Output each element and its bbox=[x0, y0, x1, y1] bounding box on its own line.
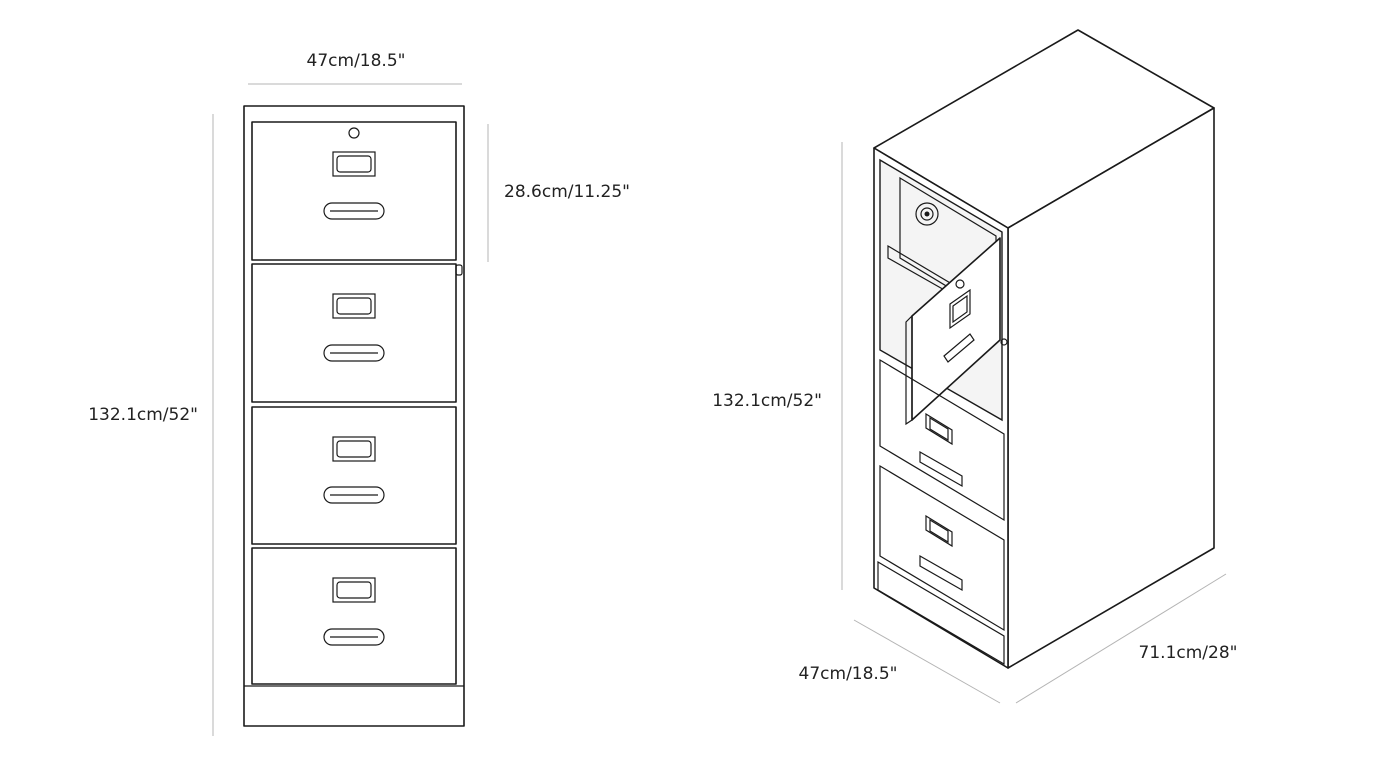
label-holder bbox=[332, 577, 376, 603]
iso-view: 132.1cm/52" 47cm/18.5" 71.1cm/28" bbox=[712, 29, 1238, 704]
lock-icon bbox=[348, 127, 360, 139]
front-drawer-3 bbox=[251, 406, 457, 545]
drawer-handle bbox=[919, 450, 963, 488]
drawer-handle bbox=[323, 344, 385, 362]
iso-width-dimension-line bbox=[853, 619, 1001, 704]
front-drawer-4 bbox=[251, 547, 457, 685]
hinge-icon bbox=[455, 264, 463, 276]
front-drawer-1 bbox=[251, 121, 457, 261]
iso-depth-label: 71.1cm/28" bbox=[1139, 643, 1238, 663]
front-width-label: 47cm/18.5" bbox=[307, 51, 406, 71]
label-holder bbox=[925, 412, 953, 446]
front-view: 47cm/18.5" 132.1cm/52" 28.6cm/11.25" bbox=[88, 51, 630, 736]
drawer-handle bbox=[323, 628, 385, 646]
iso-height-label: 132.1cm/52" bbox=[712, 391, 822, 411]
label-holder bbox=[332, 151, 376, 177]
label-holder bbox=[332, 293, 376, 319]
hinge-icon bbox=[1000, 338, 1008, 346]
drawer-handle bbox=[919, 554, 963, 592]
drawer-handle bbox=[323, 202, 385, 220]
label-holder bbox=[332, 436, 376, 462]
front-drawer-2 bbox=[251, 263, 457, 403]
iso-width-label: 47cm/18.5" bbox=[799, 664, 898, 684]
drawer-height-label: 28.6cm/11.25" bbox=[504, 182, 630, 202]
iso-base bbox=[877, 560, 1005, 666]
door-lock-icon bbox=[955, 279, 965, 289]
iso-depth-dimension-line bbox=[1015, 573, 1227, 704]
label-holder bbox=[925, 514, 953, 548]
iso-drawer-4 bbox=[879, 464, 1005, 632]
drawer-handle bbox=[323, 486, 385, 504]
iso-drawer-3 bbox=[879, 358, 1005, 522]
door-label-holder bbox=[949, 288, 971, 330]
combination-dial-icon bbox=[915, 202, 939, 226]
front-height-label: 132.1cm/52" bbox=[88, 405, 198, 425]
door-handle bbox=[943, 333, 975, 363]
